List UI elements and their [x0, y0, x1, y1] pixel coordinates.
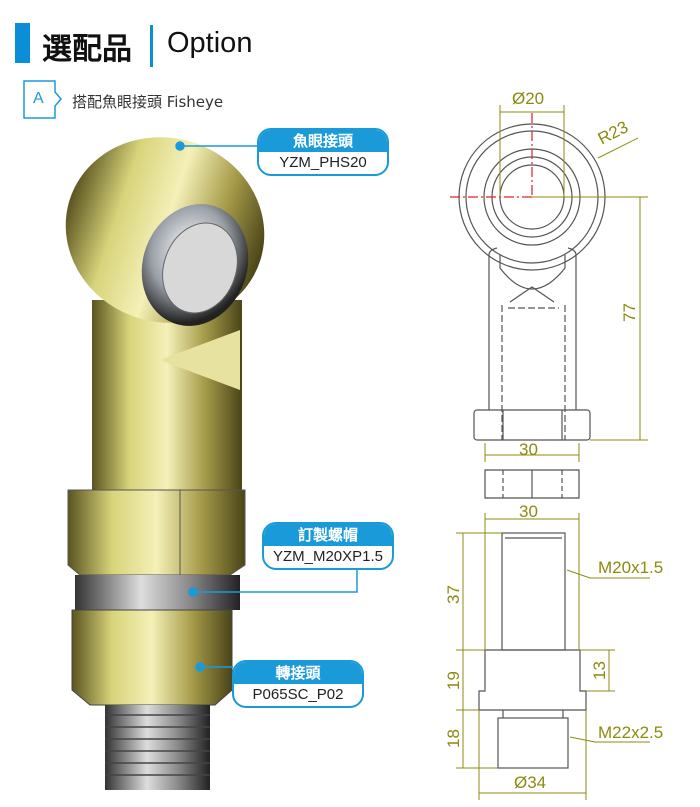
dim-thread-bottom: M22x2.5: [598, 723, 663, 742]
adapter-render: [71, 609, 233, 790]
page-title-cn: 選配品: [42, 32, 132, 67]
callout-fisheye: 魚眼接頭 YZM_PHS20: [257, 128, 389, 176]
callout-fisheye-name: 魚眼接頭: [259, 130, 387, 152]
callout-adapter-name: 轉接頭: [234, 662, 362, 684]
dim-bore: Ø20: [512, 89, 544, 108]
callout-nut-code: YZM_M20XP1.5: [272, 548, 384, 565]
dim-len-top: 37: [444, 585, 463, 604]
callout-leaders: [175, 141, 358, 672]
section-label: 搭配魚眼接頭 Fisheye: [72, 93, 224, 111]
dim-len-mid: 19: [444, 671, 463, 690]
centerlines: [450, 113, 533, 198]
title-accent-bar: [15, 23, 30, 63]
dim-len-flange: 13: [590, 661, 609, 680]
section-badge: A: [23, 80, 62, 119]
adapter-dim-lines: [456, 513, 650, 800]
callout-adapter: 轉接頭 P065SC_P02: [232, 660, 364, 708]
dim-length: 77: [620, 303, 639, 322]
section-letter: A: [33, 90, 44, 107]
fisheye-dim-lines: [484, 105, 648, 462]
fisheye-render: [65, 137, 265, 490]
dim-hex-adapter: 30: [519, 502, 538, 521]
dim-hex-fisheye: 30: [519, 440, 538, 459]
title-separator: [150, 25, 153, 67]
adapter-drawing: [478, 532, 587, 769]
callout-fisheye-code: YZM_PHS20: [279, 154, 367, 171]
dim-diameter: Ø34: [514, 773, 546, 792]
dim-len-bottom: 18: [444, 729, 463, 748]
dim-thread-top: M20x1.5: [598, 558, 663, 577]
callout-nut-name: 訂製螺帽: [264, 524, 392, 546]
callout-adapter-code: P065SC_P02: [252, 686, 344, 703]
page-title-en: Option: [167, 27, 253, 59]
nut-drawing: [484, 469, 580, 499]
section-badge-frame: [23, 80, 62, 119]
callout-nut: 訂製螺帽 YZM_M20XP1.5: [262, 522, 394, 570]
